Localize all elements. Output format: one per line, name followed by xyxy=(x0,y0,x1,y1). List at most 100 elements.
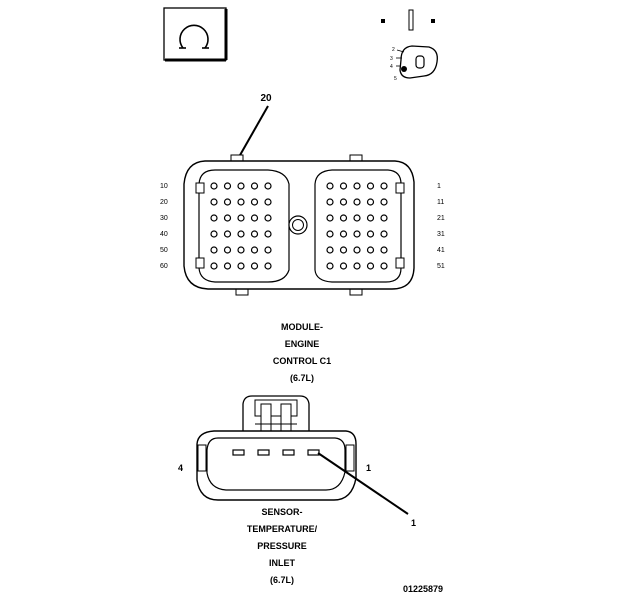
pin-label: 20 xyxy=(160,199,168,206)
pin-cavity xyxy=(366,262,375,270)
pin-label: 30 xyxy=(160,215,168,222)
pin-cavity xyxy=(237,230,245,238)
pin-cavity xyxy=(264,230,272,238)
pin-cavity xyxy=(237,198,245,206)
pin-label: 60 xyxy=(160,263,168,270)
pin-cavity xyxy=(223,246,232,254)
pin-cavity xyxy=(250,262,259,270)
pin-cavity xyxy=(366,214,375,222)
label-line: CONTROL C1 xyxy=(273,356,331,366)
pin-cavity xyxy=(380,246,388,254)
pin-cavity xyxy=(250,230,259,238)
pin-cavity xyxy=(339,182,348,190)
pin-cavity xyxy=(210,182,218,190)
sensor-connector-label: SENSOR- TEMPERATURE/ PRESSURE INLET (6.7… xyxy=(247,507,318,585)
pin-cavity xyxy=(264,262,272,270)
pin-cavity xyxy=(326,182,334,190)
pin-cavity xyxy=(250,246,259,254)
pin-cavity xyxy=(326,246,334,254)
pin-cavity xyxy=(210,262,218,270)
pin-cavity xyxy=(326,214,334,222)
pin-cavity xyxy=(223,198,232,206)
label-line: PRESSURE xyxy=(257,541,307,551)
pin-cavity xyxy=(210,214,218,222)
ecm-pin-grid-left xyxy=(210,182,272,270)
pin-cavity xyxy=(353,198,361,206)
pin-cavity xyxy=(237,262,245,270)
pin-cavity xyxy=(353,246,361,254)
pin-cavity xyxy=(380,182,388,190)
pin-cavity xyxy=(250,198,259,206)
pin-cavity xyxy=(353,262,361,270)
label-line: INLET xyxy=(269,558,296,568)
pin-cavity xyxy=(210,198,218,206)
label-line: (6.7L) xyxy=(270,575,294,585)
pin-cavity xyxy=(210,246,218,254)
pin-cavity xyxy=(380,230,388,238)
pin-cavity xyxy=(366,198,375,206)
pin-cavity xyxy=(339,214,348,222)
svg-text:3: 3 xyxy=(390,56,393,62)
pin-cavity xyxy=(353,214,361,222)
pin-cavity xyxy=(353,230,361,238)
pin-cavity xyxy=(366,230,375,238)
pin-cavity xyxy=(366,246,375,254)
pin-cavity xyxy=(237,182,245,190)
pin-cavity xyxy=(223,262,232,270)
pin-cavity xyxy=(339,230,348,238)
pin-cavity xyxy=(210,230,218,238)
sensor-connector-body xyxy=(196,395,357,501)
sensor-pin-4-label: 4 xyxy=(178,463,183,473)
ecm-pin-grid-right xyxy=(326,182,388,270)
ecm-callout-label: 20 xyxy=(260,93,272,104)
pin-label: 11 xyxy=(437,199,444,206)
pin-cavity xyxy=(326,262,334,270)
pin-cavity xyxy=(223,230,232,238)
pin-label: 21 xyxy=(437,215,445,222)
pin-cavity xyxy=(326,198,334,206)
pin-cavity xyxy=(250,214,259,222)
pin-label: 31 xyxy=(437,231,445,238)
pin-cavity xyxy=(250,182,259,190)
pin-cavity xyxy=(380,198,388,206)
pin-cavity xyxy=(237,214,245,222)
label-line: ENGINE xyxy=(285,339,320,349)
pin-cavity xyxy=(339,262,348,270)
pin-cavity xyxy=(366,182,375,190)
pin-cavity xyxy=(380,262,388,270)
pin-label: 41 xyxy=(437,247,445,254)
pin-cavity xyxy=(353,182,361,190)
svg-text:2: 2 xyxy=(392,47,395,53)
pin-cavity xyxy=(264,214,272,222)
ecm-connector-label: MODULE- ENGINE CONTROL C1 (6.7L) xyxy=(273,322,331,383)
ecm-connector-body xyxy=(183,154,415,296)
label-line: (6.7L) xyxy=(290,373,314,383)
pin-cavity xyxy=(380,214,388,222)
pin-label: 51 xyxy=(437,263,445,270)
ecm-left-pin-labels: 10 20 30 40 50 60 xyxy=(160,183,168,270)
label-line: SENSOR- xyxy=(261,507,302,517)
pin-cavity xyxy=(264,182,272,190)
pin-label: 40 xyxy=(160,231,168,238)
terminal-pin-icon xyxy=(381,9,435,31)
pin-label: 1 xyxy=(437,183,441,190)
pin-cavity xyxy=(339,198,348,206)
label-line: MODULE- xyxy=(281,322,323,332)
ecm-right-pin-labels: 1 11 21 31 41 51 xyxy=(437,183,445,270)
terminal-key-icon: 2 3 4 5 xyxy=(390,45,438,82)
pin-cavity xyxy=(326,230,334,238)
terminal-symbol-icon xyxy=(163,7,228,62)
pin-cavity xyxy=(237,246,245,254)
pin-label: 50 xyxy=(160,247,168,254)
sensor-callout-leader xyxy=(317,452,409,515)
label-line: TEMPERATURE/ xyxy=(247,524,318,534)
pin-cavity xyxy=(223,214,232,222)
pin-cavity xyxy=(223,182,232,190)
sensor-callout-label: 1 xyxy=(411,518,416,528)
pin-cavity xyxy=(264,246,272,254)
figure-id: 01225879 xyxy=(403,584,443,594)
pin-cavity xyxy=(339,246,348,254)
svg-text:4: 4 xyxy=(390,64,393,70)
sensor-pin-1-label: 1 xyxy=(366,463,371,473)
